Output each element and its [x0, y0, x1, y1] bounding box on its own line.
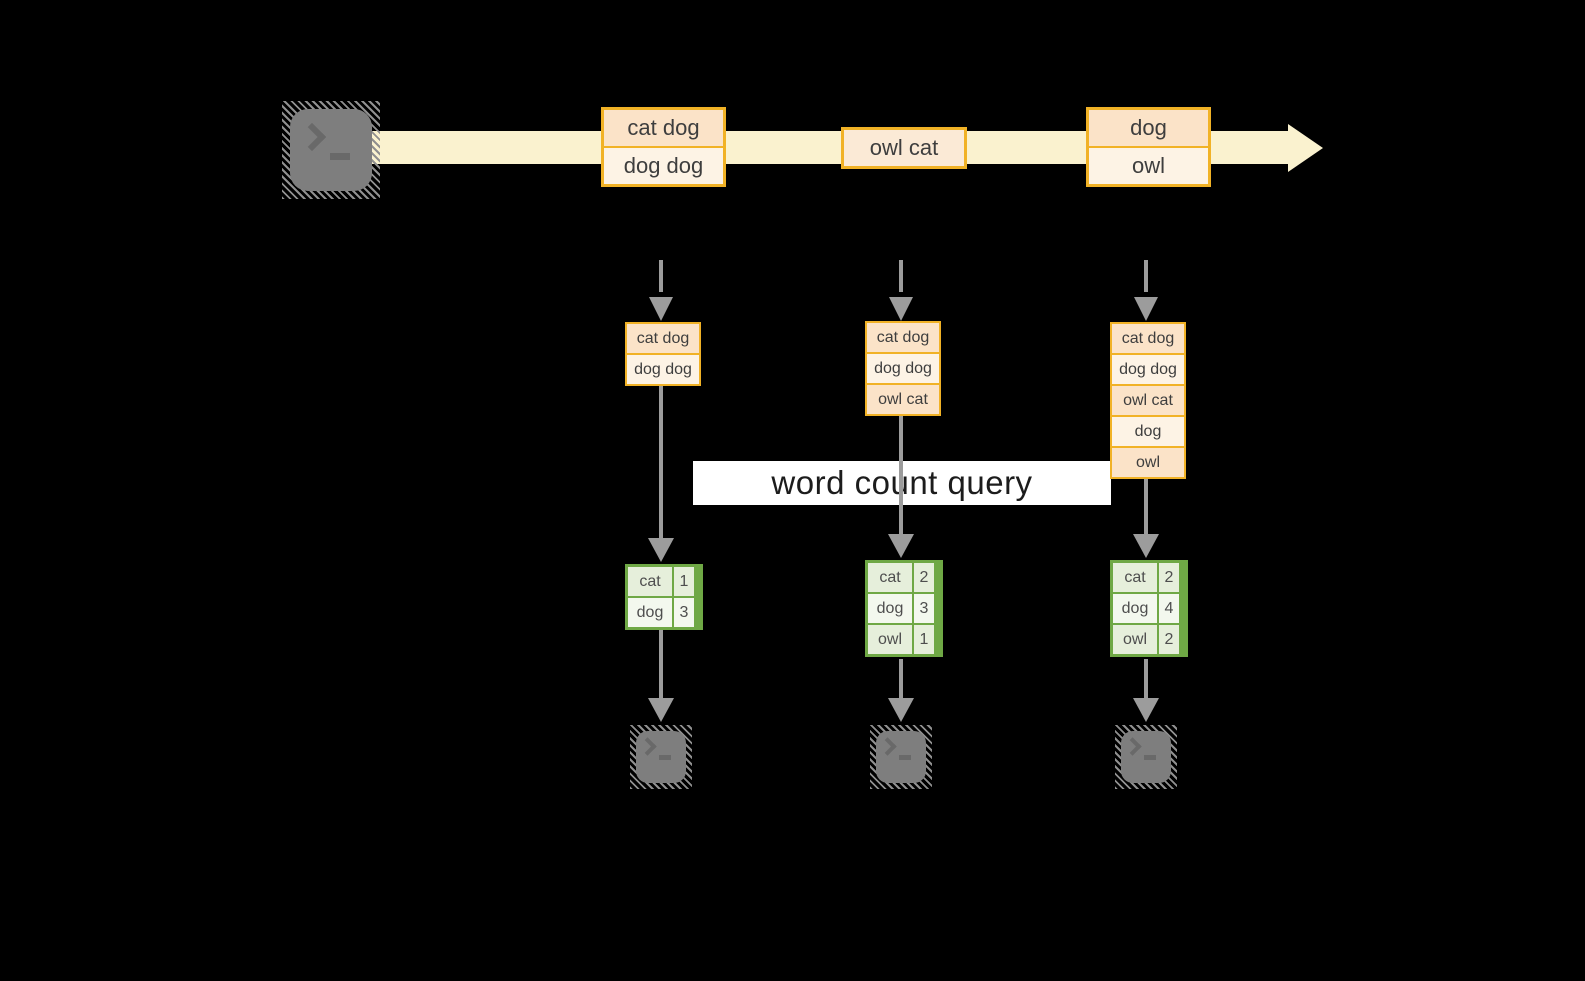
state-row: owl cat: [867, 383, 939, 414]
count-word: dog: [868, 594, 914, 623]
down-arrow: [659, 386, 663, 538]
count-value: 4: [1159, 594, 1179, 623]
event-text: cat dog: [604, 110, 723, 146]
count-row: dog 4: [1113, 592, 1185, 623]
dashed-arrow: [899, 260, 903, 292]
count-row: dog 3: [868, 592, 940, 623]
count-row: owl 2: [1113, 623, 1185, 654]
event-text: owl cat: [844, 130, 964, 166]
down-arrowhead-icon: [1133, 534, 1159, 558]
count-row: owl 1: [868, 623, 940, 654]
stream-event-box: owl cat: [841, 127, 967, 169]
count-value: 2: [914, 563, 934, 592]
count-word: cat: [868, 563, 914, 592]
state-row: dog: [1112, 415, 1184, 446]
count-word: dog: [628, 598, 674, 627]
down-arrowhead-icon: [888, 698, 914, 722]
count-word: cat: [1113, 563, 1159, 592]
down-arrow: [899, 416, 903, 534]
count-word: owl: [1113, 625, 1159, 654]
count-table: cat 2 dog 4 owl 2: [1110, 560, 1188, 657]
count-word: dog: [1113, 594, 1159, 623]
down-arrow: [1144, 659, 1148, 698]
sink-terminal-icon: [1115, 725, 1177, 789]
state-row: dog dog: [627, 353, 699, 384]
down-arrowhead-icon: [648, 698, 674, 722]
count-value: 1: [914, 625, 934, 654]
count-table: cat 2 dog 3 owl 1: [865, 560, 943, 657]
state-row: dog dog: [867, 352, 939, 383]
down-arrow: [1144, 479, 1148, 534]
prompt-underscore-icon: [330, 153, 350, 160]
count-value: 2: [1159, 625, 1179, 654]
source-terminal-icon: [282, 101, 380, 199]
count-word: owl: [868, 625, 914, 654]
down-arrowhead-icon: [888, 534, 914, 558]
prompt-underscore-icon: [899, 755, 911, 760]
down-arrow: [899, 659, 903, 698]
count-row: cat 2: [1113, 563, 1185, 592]
dashed-arrow: [1144, 260, 1148, 292]
count-row: cat 2: [868, 563, 940, 592]
count-value: 1: [674, 567, 694, 596]
dashed-arrowhead-icon: [649, 297, 673, 321]
dashed-arrowhead-icon: [1134, 297, 1158, 321]
event-text: dog: [1089, 110, 1208, 146]
dashed-arrow: [659, 260, 663, 292]
state-row: owl: [1112, 446, 1184, 477]
down-arrow: [659, 630, 663, 698]
prompt-underscore-icon: [1144, 755, 1156, 760]
sink-terminal-icon: [870, 725, 932, 789]
event-text: dog dog: [604, 146, 723, 184]
state-row: owl cat: [1112, 384, 1184, 415]
count-value: 2: [1159, 563, 1179, 592]
state-row: cat dog: [867, 323, 939, 352]
sink-terminal-icon: [630, 725, 692, 789]
stream-arrowhead-icon: [1288, 124, 1323, 172]
terminal-screen: [290, 109, 372, 191]
count-value: 3: [674, 598, 694, 627]
state-row: cat dog: [1112, 324, 1184, 353]
dashed-arrowhead-icon: [889, 297, 913, 321]
state-row: cat dog: [627, 324, 699, 353]
count-row: dog 3: [628, 596, 700, 627]
state-row: dog dog: [1112, 353, 1184, 384]
down-arrowhead-icon: [1133, 698, 1159, 722]
count-row: cat 1: [628, 567, 700, 596]
count-word: cat: [628, 567, 674, 596]
prompt-underscore-icon: [659, 755, 671, 760]
event-text: owl: [1089, 146, 1208, 184]
count-value: 3: [914, 594, 934, 623]
down-arrowhead-icon: [648, 538, 674, 562]
count-table: cat 1 dog 3: [625, 564, 703, 630]
